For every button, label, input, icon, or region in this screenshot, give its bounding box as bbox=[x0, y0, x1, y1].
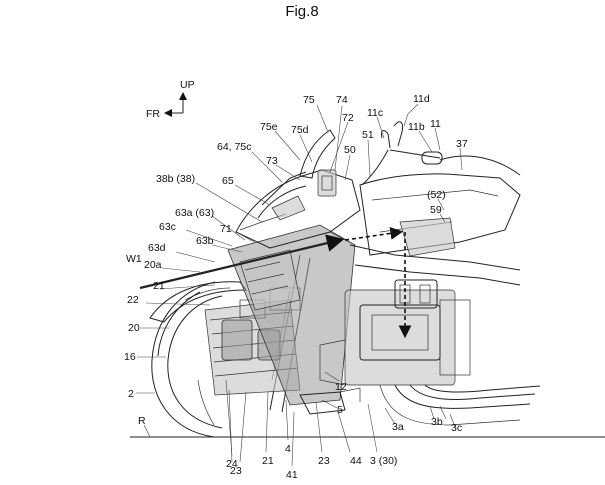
label-51: 51 bbox=[362, 129, 374, 141]
side-cover bbox=[399, 217, 456, 257]
label-11: 11 bbox=[430, 118, 441, 130]
windscreen bbox=[299, 129, 336, 179]
under-cowl bbox=[299, 387, 361, 415]
label-2: 2 bbox=[128, 388, 134, 400]
label-23-left: 23 bbox=[230, 465, 242, 477]
label-65: 65 bbox=[222, 175, 234, 187]
front-label: FR bbox=[146, 108, 160, 120]
label-71: 71 bbox=[220, 223, 232, 235]
duct-inner-panel bbox=[239, 249, 301, 311]
label-16: 16 bbox=[124, 351, 136, 363]
label-3c: 3c bbox=[451, 422, 462, 434]
label-w1: W1 bbox=[126, 253, 142, 265]
leader-lines bbox=[136, 103, 463, 467]
label-5: 5 bbox=[337, 404, 343, 416]
label-75e: 75e bbox=[260, 121, 278, 133]
up-label: UP bbox=[180, 79, 195, 91]
reference-labels: 75 74 11d 11c 11b 11 75e 75d 72 51 37 64… bbox=[124, 93, 468, 481]
label-11d: 11d bbox=[413, 93, 430, 105]
figure-title: Fig.8 bbox=[285, 3, 318, 20]
orientation-indicator: UP FR bbox=[146, 79, 195, 120]
label-22: 22 bbox=[127, 294, 139, 306]
label-59: 59 bbox=[430, 204, 442, 216]
mirror-bracket bbox=[317, 169, 337, 197]
airflow-w1-arrow bbox=[139, 234, 345, 290]
label-63a: 63a (63) bbox=[175, 207, 214, 219]
label-11b: 11b bbox=[408, 121, 425, 133]
label-64-75c: 64, 75c bbox=[217, 141, 251, 153]
label-21-lower: 21 bbox=[262, 455, 274, 467]
label-23-right: 23 bbox=[318, 455, 330, 467]
front-cowl bbox=[235, 169, 361, 249]
label-11c: 11c bbox=[367, 107, 383, 119]
label-74: 74 bbox=[336, 94, 348, 106]
label-75d: 75d bbox=[291, 124, 309, 136]
label-72: 72 bbox=[342, 112, 354, 124]
label-37: 37 bbox=[456, 138, 468, 150]
label-3a: 3a bbox=[392, 421, 404, 433]
front-wheel bbox=[151, 281, 231, 438]
label-38b: 38b (38) bbox=[156, 173, 195, 185]
label-20a: 20a bbox=[144, 259, 162, 271]
label-3b: 3b bbox=[431, 416, 443, 428]
label-r: R bbox=[138, 415, 146, 427]
label-50: 50 bbox=[344, 144, 356, 156]
label-3-30: 3 (30) bbox=[370, 455, 397, 467]
airflow-dashed-path bbox=[344, 227, 412, 339]
label-44: 44 bbox=[350, 455, 362, 467]
label-41: 41 bbox=[286, 469, 298, 481]
label-63c: 63c bbox=[159, 221, 176, 233]
label-12: 12 bbox=[335, 381, 347, 393]
exhaust-pipes bbox=[379, 384, 541, 426]
label-75: 75 bbox=[303, 94, 315, 106]
label-4: 4 bbox=[285, 443, 291, 455]
label-73: 73 bbox=[266, 155, 278, 167]
label-63b: 63b bbox=[196, 235, 214, 247]
label-24: 24 bbox=[226, 458, 238, 470]
label-63d: 63d bbox=[148, 242, 166, 254]
label-21-upper: 21 bbox=[153, 280, 165, 292]
label-52: (52) bbox=[427, 189, 446, 201]
label-20: 20 bbox=[128, 322, 140, 334]
